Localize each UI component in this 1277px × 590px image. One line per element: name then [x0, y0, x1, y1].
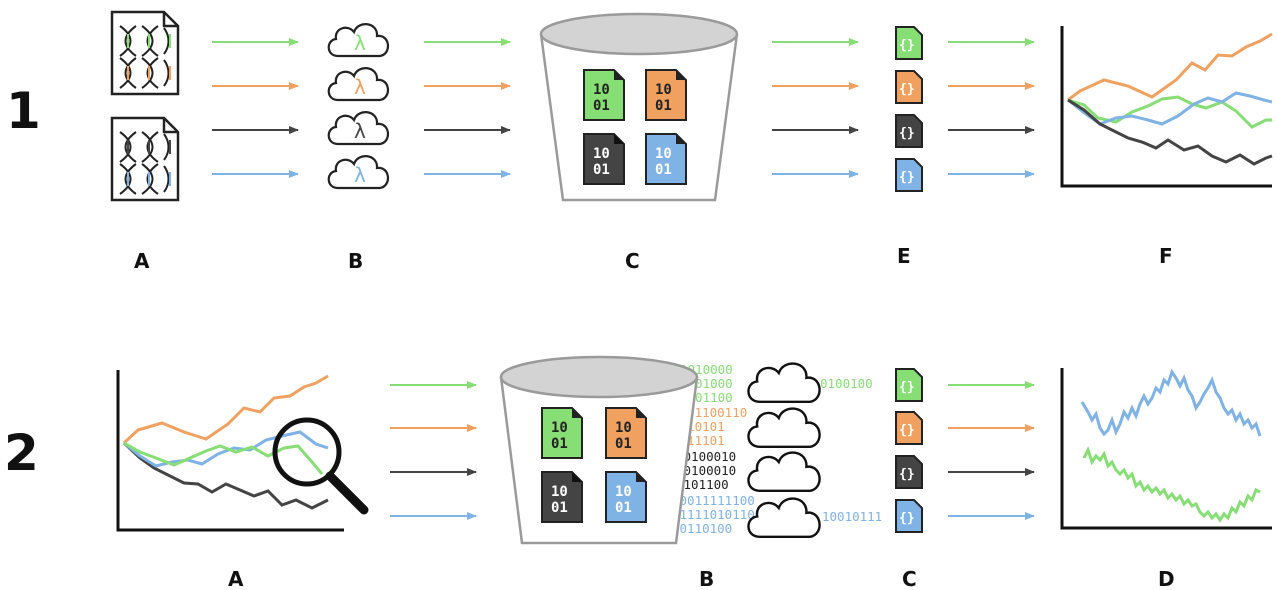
row-2-label-a: A	[228, 567, 244, 590]
svg-text:01: 01	[593, 98, 610, 114]
svg-text:00011111100: 00011111100	[672, 493, 755, 508]
binary-file-icon: 10 01	[605, 407, 647, 459]
svg-text:0100100: 0100100	[820, 376, 873, 391]
row-2-number: 2	[4, 424, 39, 482]
arrows-c-to-e	[772, 38, 859, 178]
binary-file-icon: 10 01	[583, 69, 625, 121]
svg-text:{}: {}	[899, 467, 915, 482]
svg-text:10: 10	[655, 82, 672, 98]
row-2-label-c: C	[902, 567, 917, 590]
svg-text:{}: {}	[899, 511, 915, 526]
row-1-label-b: B	[348, 249, 363, 273]
arrows-c-to-d-row2	[948, 381, 1035, 520]
row-1-label-e: E	[897, 244, 911, 268]
row-1-number: 1	[6, 82, 41, 140]
binary-file-icon: 10 01	[645, 69, 687, 121]
svg-text:10: 10	[593, 146, 610, 162]
binary-file-icon: 10 01	[605, 471, 647, 523]
storage-bucket-icon: 10 01 10 01 10 01 10 01	[539, 12, 739, 202]
binary-file-icon: 10 01	[541, 471, 583, 523]
json-file-icon: {}	[895, 411, 923, 445]
json-file-icon: {}	[895, 70, 923, 104]
line-chart-icon	[1060, 26, 1273, 188]
svg-text:01111010110: 01111010110	[672, 507, 755, 522]
svg-text:01: 01	[551, 436, 568, 452]
arrows-e-to-f	[948, 38, 1035, 178]
dna-document-icon	[110, 10, 180, 96]
series-line-blue	[1080, 368, 1262, 437]
svg-text:01: 01	[551, 500, 568, 516]
svg-text:{}: {}	[899, 423, 915, 438]
binary-file-icon: 10 01	[583, 133, 625, 185]
series-line-dark	[1067, 98, 1273, 166]
json-file-icon: {}	[895, 499, 923, 533]
svg-text:10: 10	[593, 82, 610, 98]
series-line-green	[1082, 446, 1261, 523]
json-file-icon: {}	[895, 114, 923, 148]
series-line-blue	[1067, 91, 1273, 126]
series-line-orange	[122, 374, 329, 445]
svg-text:10: 10	[615, 420, 632, 436]
json-file-icon: {}	[895, 26, 923, 60]
lambda-cloud-icon: λ	[327, 155, 390, 190]
svg-text:λ: λ	[354, 119, 366, 143]
svg-text:01: 01	[615, 436, 632, 452]
series-line-orange	[1067, 32, 1273, 102]
svg-text:10: 10	[615, 484, 632, 500]
arrows-b-to-c	[424, 38, 511, 178]
json-file-icon: {}	[895, 368, 923, 402]
svg-text:{}: {}	[899, 126, 915, 141]
dna-document-icon	[110, 116, 180, 202]
arrows-a-to-b-row2	[390, 381, 477, 520]
cloud-icon	[747, 407, 821, 448]
svg-text:{}: {}	[899, 380, 915, 395]
svg-text:{}: {}	[899, 170, 915, 185]
svg-text:01: 01	[593, 162, 610, 178]
svg-text:01: 01	[655, 162, 672, 178]
lambda-cloud-icon: λ	[327, 111, 390, 146]
svg-text:1101100: 1101100	[676, 477, 729, 492]
svg-text:λ: λ	[354, 31, 366, 55]
svg-text:λ: λ	[354, 75, 366, 99]
svg-text:10: 10	[551, 420, 568, 436]
json-file-icon: {}	[895, 158, 923, 192]
line-chart-icon	[116, 370, 344, 532]
series-line-blue	[123, 430, 329, 468]
cloud-icon	[747, 451, 821, 492]
series-line-dark	[122, 441, 329, 510]
svg-text:01: 01	[655, 98, 672, 114]
row-2-label-d: D	[1158, 567, 1175, 590]
binary-file-icon: 10 01	[645, 133, 687, 185]
svg-text:00110100: 00110100	[672, 521, 732, 536]
row-1-label-f: F	[1159, 244, 1173, 268]
svg-text:10010111: 10010111	[822, 509, 882, 524]
json-file-icon: {}	[895, 455, 923, 489]
svg-text:10100010: 10100010	[676, 449, 736, 464]
svg-text:10100010: 10100010	[676, 463, 736, 478]
cloud-icon	[747, 362, 821, 403]
arrows-a-to-b	[212, 38, 299, 178]
row-2-label-b: B	[699, 567, 714, 590]
svg-text:λ: λ	[354, 163, 366, 187]
svg-text:{}: {}	[899, 82, 915, 97]
line-chart-icon	[1060, 368, 1272, 530]
svg-text:01: 01	[615, 500, 632, 516]
svg-text:10: 10	[551, 484, 568, 500]
cloud-icon	[747, 497, 821, 538]
svg-text:{}: {}	[899, 38, 915, 53]
series-line-green	[1067, 95, 1272, 129]
row-1-label-a: A	[134, 249, 150, 273]
svg-text:10: 10	[655, 146, 672, 162]
series-line-green	[123, 441, 324, 475]
row-1-label-c: C	[625, 249, 640, 273]
binary-file-icon: 10 01	[541, 407, 583, 459]
lambda-cloud-icon: λ	[327, 23, 390, 58]
magnifying-glass-icon	[272, 417, 369, 515]
lambda-cloud-icon: λ	[327, 67, 390, 102]
storage-bucket-icon: 10 01 10 01 10 01 10 01	[499, 355, 699, 545]
